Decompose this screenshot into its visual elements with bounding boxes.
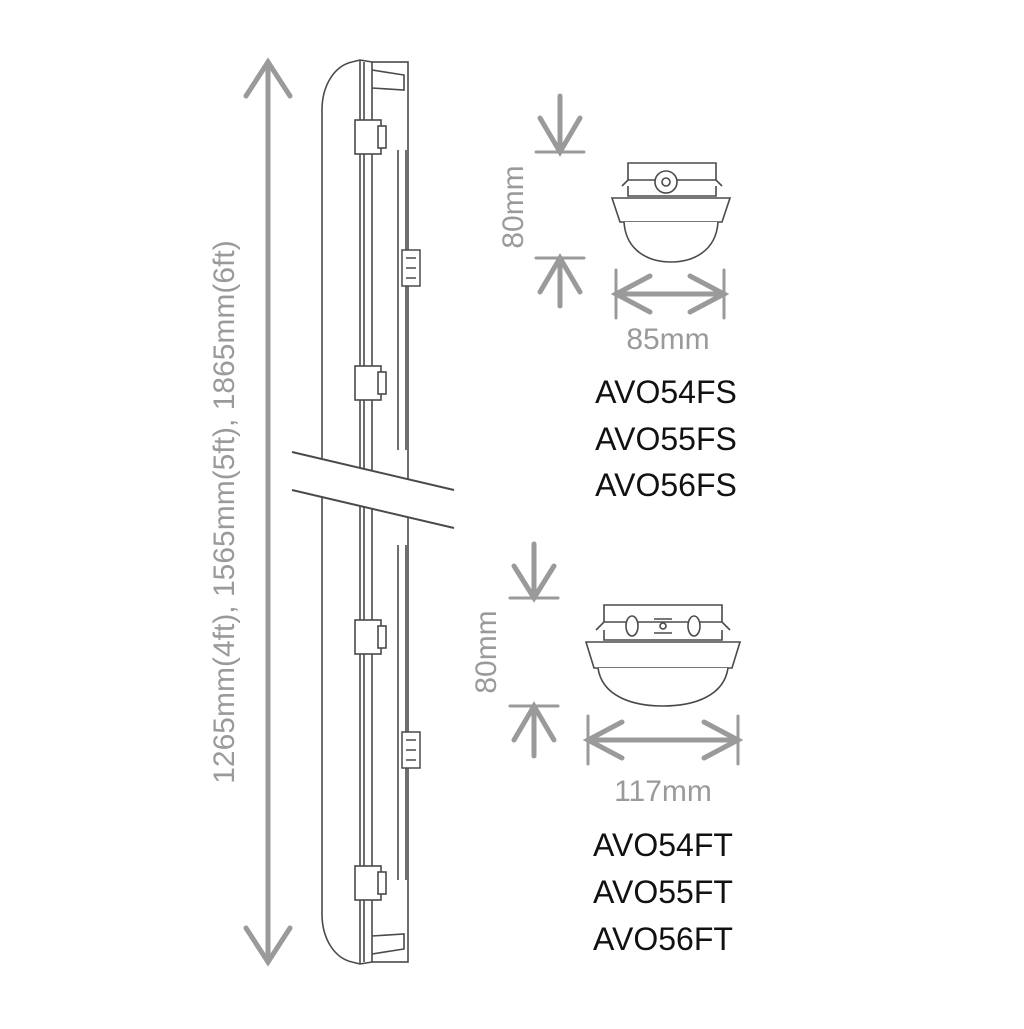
fs-model-3: AVO56FS xyxy=(595,467,737,503)
ft-height-label: 80mm xyxy=(470,610,503,693)
fs-height-dimension xyxy=(534,93,586,309)
length-dimension-arrow xyxy=(243,57,293,967)
fs-profile-section xyxy=(610,162,732,263)
hinge-bracket xyxy=(401,731,421,769)
fs-model-2: AVO55FS xyxy=(595,421,737,457)
ft-width-label: 117mm xyxy=(614,775,712,808)
fs-width-label: 85mm xyxy=(626,323,709,356)
ft-height-dimension xyxy=(508,541,560,759)
length-label: 1265mm(4ft), 1565mm(5ft), 1865mm(6ft) xyxy=(208,240,241,784)
fs-model-1: AVO54FS xyxy=(595,374,737,410)
fs-height-label: 80mm xyxy=(497,165,530,248)
hinge-bracket xyxy=(401,249,421,287)
mounting-clip xyxy=(354,365,387,401)
ft-model-3: AVO56FT xyxy=(593,921,733,957)
fs-width-dimension xyxy=(610,268,730,320)
length-break-marker xyxy=(291,451,455,529)
mounting-clip xyxy=(354,619,387,655)
ft-profile-section xyxy=(584,604,742,707)
mounting-clip xyxy=(354,119,387,155)
ft-width-dimension xyxy=(582,714,744,766)
ft-model-2: AVO55FT xyxy=(593,874,733,910)
mounting-clip xyxy=(354,865,387,901)
ft-model-1: AVO54FT xyxy=(593,827,733,863)
